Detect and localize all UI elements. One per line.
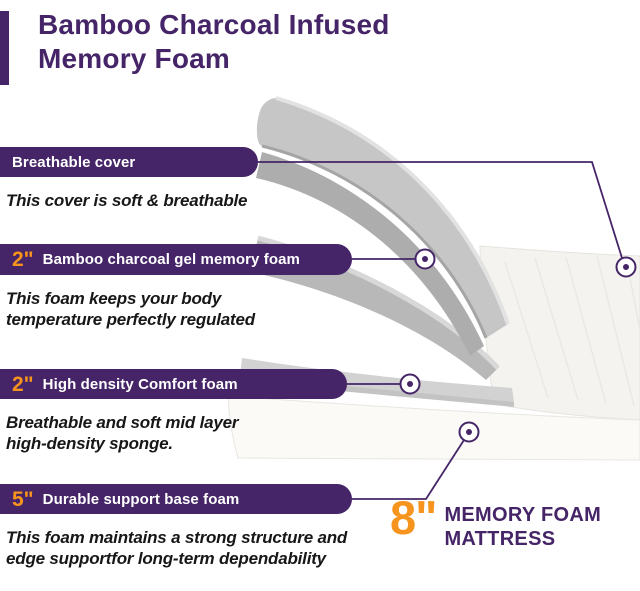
callout-marker-base-foam: [458, 421, 480, 443]
layer-label-pill: 2" High density Comfort foam: [0, 369, 347, 399]
badge-size: 8": [390, 491, 437, 544]
layer-description: Breathable and soft mid layer high-densi…: [6, 413, 239, 453]
layer-description: This cover is soft & breathable: [6, 191, 248, 210]
title-line-1: Bamboo Charcoal Infused: [38, 9, 390, 40]
layer-size: 2": [12, 248, 34, 271]
layer-label: Breathable cover: [12, 153, 136, 171]
cover-shadow-edge: [261, 144, 488, 339]
layer-description: This foam maintains a strong structure a…: [6, 528, 348, 568]
layer-label-pill: 5" Durable support base foam: [0, 484, 352, 514]
badge-label-line-1: MEMORY FOAM: [444, 504, 602, 526]
badge-label: MEMORY FOAM MATTRESS: [444, 503, 601, 551]
layer-label: High density Comfort foam: [42, 375, 238, 393]
layer-description: This foam keeps your body temperature pe…: [6, 289, 255, 329]
callout-memory-foam: 2" Bamboo charcoal gel memory foam This …: [0, 244, 352, 330]
callout-comfort-foam: 2" High density Comfort foam Breathable …: [0, 369, 347, 454]
callout-marker-cover: [615, 256, 637, 278]
layer-label: Bamboo charcoal gel memory foam: [42, 251, 300, 268]
connector-base-foam: [352, 439, 465, 500]
cover-layer-shape: [256, 98, 508, 338]
mattress-size-badge: 8" MEMORY FOAM MATTRESS: [390, 494, 601, 551]
callout-marker-memory-foam: [414, 248, 436, 270]
side-panel-texture: [504, 255, 640, 407]
layer-label: Durable support base foam: [42, 490, 240, 508]
callout-breathable-cover: Breathable cover This cover is soft & br…: [0, 147, 326, 211]
layer-label-pill: 2" Bamboo charcoal gel memory foam: [0, 244, 352, 275]
page-title: Bamboo Charcoal Infused Memory Foam: [38, 8, 390, 76]
layer-size: 2": [12, 372, 34, 396]
title-accent-bar: [0, 11, 9, 85]
layer-label-pill: Breathable cover: [0, 147, 258, 177]
title-line-2: Memory Foam: [38, 43, 231, 74]
connector-cover: [257, 161, 623, 259]
badge-label-line-2: MATTRESS: [444, 528, 556, 550]
base-foam-layer-shape: [227, 395, 640, 461]
callout-base-foam: 5" Durable support base foam This foam m…: [0, 484, 364, 569]
callout-marker-comfort-foam: [399, 373, 421, 395]
layer-size: 5": [12, 487, 34, 511]
cover-highlight: [275, 96, 510, 325]
cover-underside-shape: [256, 152, 484, 356]
